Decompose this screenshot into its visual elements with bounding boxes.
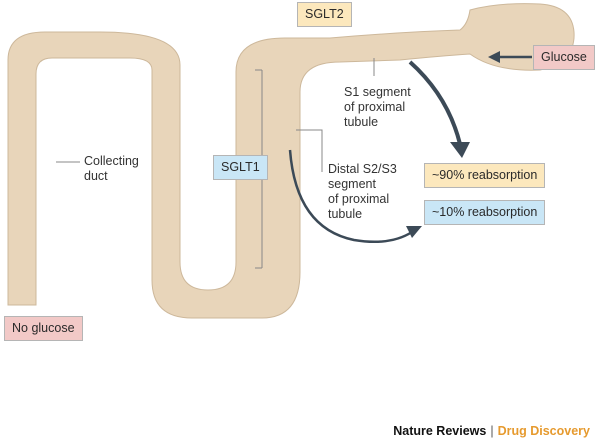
arrow-10 (288, 149, 413, 243)
arrow-90-head (450, 142, 470, 158)
s1-segment-label: S1 segment of proximal tubule (344, 85, 411, 130)
distal-line-4: tubule (328, 207, 363, 221)
footer-separator: | (490, 424, 494, 438)
distal-line-2: segment (328, 177, 376, 191)
journal-name: Nature Reviews (393, 424, 487, 438)
glucose-label: Glucose (533, 45, 595, 70)
distal-segment-label: Distal S2/S3 segment of proximal tubule (328, 162, 397, 222)
s1-line-2: of proximal (344, 100, 406, 114)
glucose-arrow-head (488, 51, 500, 63)
reabsorption-90-label: ~90% reabsorption (424, 163, 546, 188)
distal-line-3: of proximal (328, 192, 390, 206)
distal-line-1: Distal S2/S3 (328, 162, 397, 176)
reabsorption-10-label: ~10% reabsorption (424, 200, 546, 225)
s1-line-3: tubule (344, 115, 379, 129)
sglt2-label: SGLT2 (297, 2, 352, 27)
collecting-duct-label: Collecting duct (84, 154, 139, 184)
s1-line-1: S1 segment (344, 85, 411, 99)
arrow-10-head (406, 226, 422, 238)
collecting-line-1: Collecting (84, 154, 139, 168)
journal-credit: Nature Reviews|Drug Discovery (393, 424, 590, 438)
no-glucose-label: No glucose (4, 316, 83, 341)
journal-section: Drug Discovery (497, 424, 590, 438)
distal-leader (296, 129, 323, 172)
sglt1-label: SGLT1 (213, 155, 268, 180)
arrow-90 (408, 60, 462, 145)
collecting-line-2: duct (84, 169, 108, 183)
